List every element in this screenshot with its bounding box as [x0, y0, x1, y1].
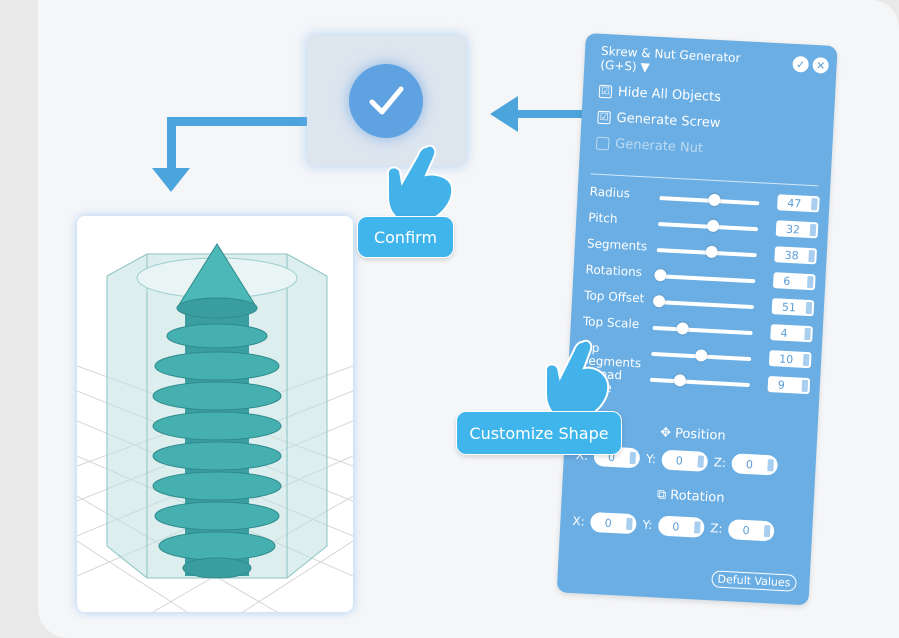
spinner-icon[interactable] — [805, 301, 813, 315]
slider-track[interactable] — [652, 325, 753, 336]
rotation-fields: X: 0 Y: 0 Z: 0 — [572, 511, 776, 542]
rotation-title-text: Rotation — [669, 488, 725, 506]
slider-handle[interactable] — [652, 294, 666, 308]
position-y-input[interactable]: 0 — [661, 449, 709, 472]
spinner-icon[interactable] — [806, 275, 814, 289]
checkbox-icon: ☑ — [597, 110, 611, 125]
checkbox-icon: ☑ — [598, 84, 613, 99]
slider-value-input[interactable]: 38 — [774, 246, 818, 265]
slider-value-input[interactable]: 51 — [771, 298, 815, 317]
position-y-label: Y: — [645, 451, 657, 467]
arrow-to-viewport-horizontal — [167, 117, 308, 126]
slider-track[interactable] — [655, 273, 756, 284]
spinner-icon[interactable] — [804, 327, 811, 341]
accept-icon[interactable]: ✓ — [792, 55, 810, 73]
slider-value-input[interactable]: 9 — [767, 376, 811, 395]
slider-handle[interactable] — [654, 268, 667, 282]
slider-handle[interactable] — [673, 374, 687, 387]
slider-track[interactable] — [653, 299, 754, 310]
rotation-x-input[interactable]: 0 — [590, 511, 638, 535]
checkbox-label: Hide All Objects — [617, 84, 722, 106]
arrow-to-confirm — [512, 110, 588, 118]
spinner-icon[interactable] — [802, 353, 810, 367]
slider-label: Top Offset — [583, 288, 645, 306]
arrow-head-left-icon — [490, 96, 518, 132]
rotation-section-title: ⧉ Rotation — [657, 487, 725, 506]
generate-nut-checkbox[interactable]: Generate Nut — [595, 136, 704, 157]
confirm-callout: Confirm — [357, 216, 454, 258]
panel-actions: ✓ ✕ — [792, 55, 830, 74]
spinner-icon[interactable] — [809, 224, 817, 237]
spinner-icon[interactable] — [811, 198, 818, 211]
slider-value-input[interactable]: 4 — [770, 324, 813, 343]
panel-title[interactable]: Skrew & Nut Generator (G+S) ▼ — [600, 44, 741, 79]
slider-handle[interactable] — [705, 245, 719, 259]
generate-screw-checkbox[interactable]: ☑ Generate Screw — [597, 110, 721, 131]
rotate-icon: ⧉ — [656, 487, 667, 503]
slider-value-input[interactable]: 32 — [775, 220, 819, 239]
spinner-icon[interactable] — [801, 379, 809, 393]
slider-handle[interactable] — [676, 322, 689, 335]
slider-value-input[interactable]: 47 — [776, 194, 820, 213]
checkbox-label: Generate Nut — [614, 136, 704, 157]
hide-all-objects-checkbox[interactable]: ☑ Hide All Objects — [598, 84, 722, 106]
checkmark-icon — [369, 86, 404, 115]
checkbox-label: Generate Screw — [616, 110, 721, 132]
slider-label: Pitch — [587, 210, 618, 226]
default-values-button[interactable]: Defult Values — [711, 570, 797, 592]
rotation-y-label: Y: — [642, 517, 653, 533]
position-section-title: ✥ Position — [660, 425, 726, 443]
checkbox-icon — [595, 136, 610, 151]
arrow-to-viewport-vertical — [167, 117, 176, 172]
slider-handle[interactable] — [708, 193, 721, 207]
confirm-check-button[interactable] — [349, 64, 423, 138]
move-icon: ✥ — [659, 425, 672, 441]
model-viewport[interactable] — [77, 216, 353, 612]
pointing-hand-icon — [545, 339, 610, 419]
slider-label: Rotations — [585, 262, 643, 280]
slider-label: Radius — [589, 184, 631, 201]
screw-generator-panel-wrapper: Skrew & Nut Generator (G+S) ▼ ✓ ✕ ☑ Hide… — [556, 33, 846, 608]
rotation-x-label: X: — [572, 513, 586, 529]
rotation-y-input[interactable]: 0 — [657, 515, 705, 538]
slider-value-input[interactable]: 10 — [768, 350, 812, 369]
slider-label: Segments — [586, 236, 648, 254]
screw-model — [77, 243, 353, 612]
customize-shape-callout: Customize Shape — [456, 411, 622, 455]
slider-label: Top Scale — [582, 314, 640, 332]
screw-generator-panel: Skrew & Nut Generator (G+S) ▼ ✓ ✕ ☑ Hide… — [556, 33, 838, 606]
rotation-z-input[interactable]: 0 — [728, 519, 776, 542]
rotation-z-label: Z: — [709, 521, 723, 536]
spinner-icon[interactable] — [808, 249, 815, 263]
slider-handle[interactable] — [706, 219, 720, 233]
position-z-label: Z: — [713, 455, 727, 470]
position-title-text: Position — [674, 426, 727, 444]
slider-handle[interactable] — [694, 349, 708, 362]
pointing-hand-icon — [387, 144, 454, 222]
position-z-input[interactable]: 0 — [731, 453, 779, 476]
slider-track[interactable] — [649, 377, 750, 388]
arrow-head-down-icon — [152, 168, 190, 192]
close-icon[interactable]: ✕ — [812, 56, 830, 74]
slider-value-input[interactable]: 6 — [772, 272, 816, 291]
slider-row-thread-scale: Thread Scale9 — [579, 365, 813, 397]
